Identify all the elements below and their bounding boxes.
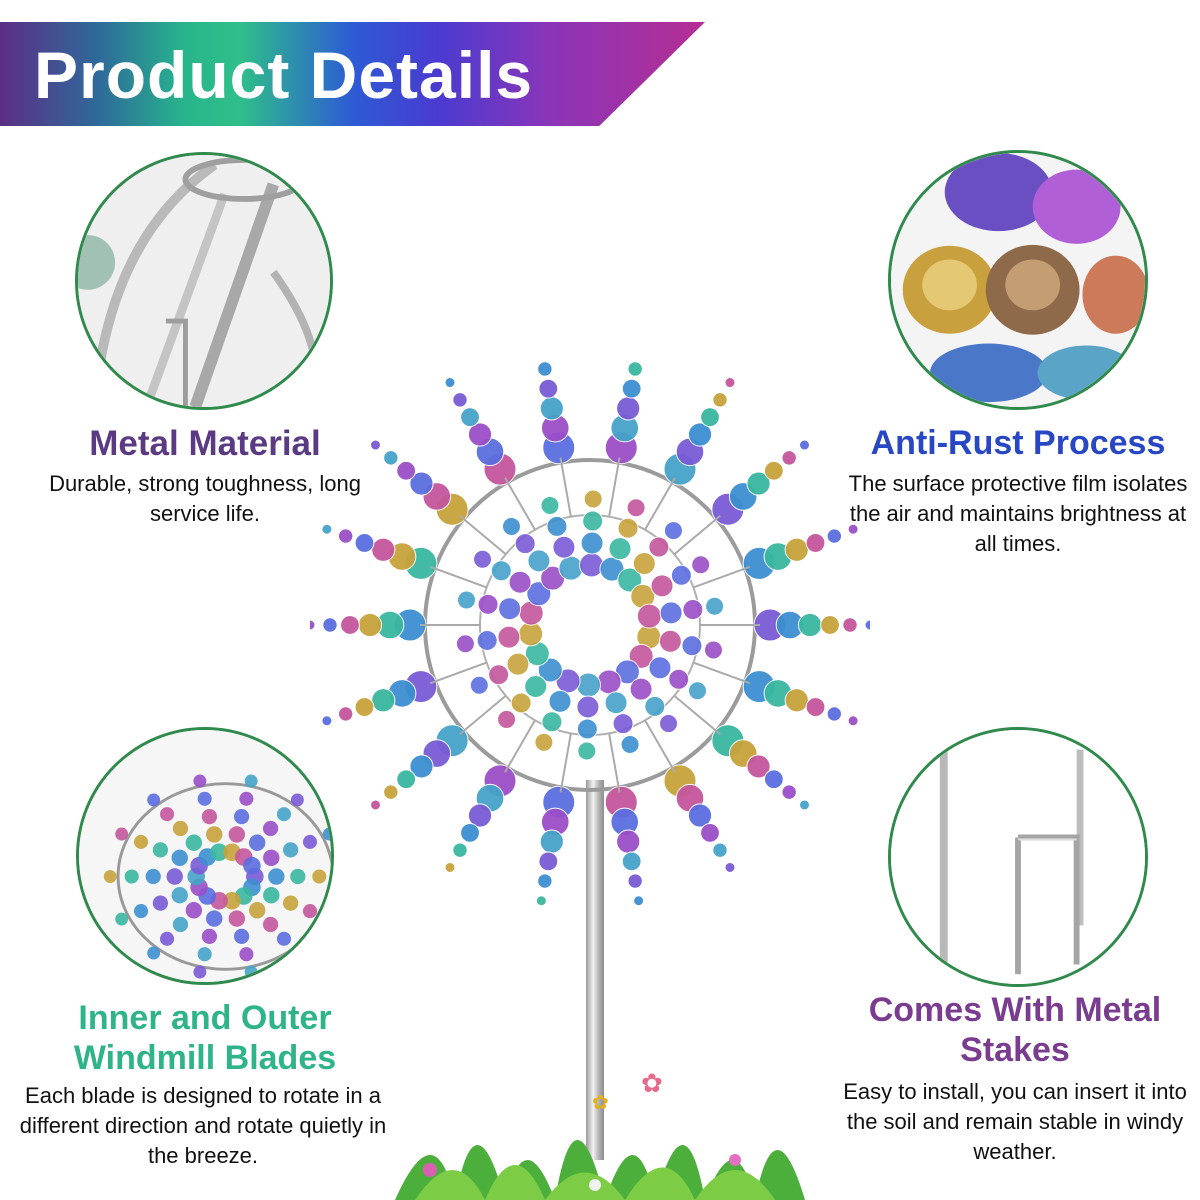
page-title: Product Details (34, 38, 534, 112)
anti-rust-description: The surface protective film isolates the… (848, 471, 1188, 556)
stakes-description: Easy to install, you can insert it into … (843, 1079, 1187, 1164)
metal-material-description: Durable, strong toughness, long service … (49, 471, 361, 526)
wind-spinner-image (310, 361, 870, 907)
metal-detail-image (75, 152, 333, 410)
blades-description: Each blade is designed to rotate in a di… (19, 1083, 387, 1168)
butterfly-icon: ✿ (592, 1092, 609, 1114)
grass-icon (395, 1140, 805, 1200)
metal-material-heading: Metal Material (89, 424, 321, 463)
anti-rust-detail-image (888, 150, 1148, 410)
stakes-detail-image (888, 727, 1148, 987)
header-banner (0, 22, 705, 126)
spinner-pole (586, 780, 604, 1160)
anti-rust-heading: Anti-Rust Process (870, 424, 1166, 462)
blades-heading: Inner and Outer Windmill Blades (73, 999, 337, 1077)
butterfly-icon: ✿ (641, 1068, 663, 1098)
stakes-heading: Comes With Metal Stakes (868, 991, 1162, 1069)
blades-detail-image (76, 727, 334, 985)
